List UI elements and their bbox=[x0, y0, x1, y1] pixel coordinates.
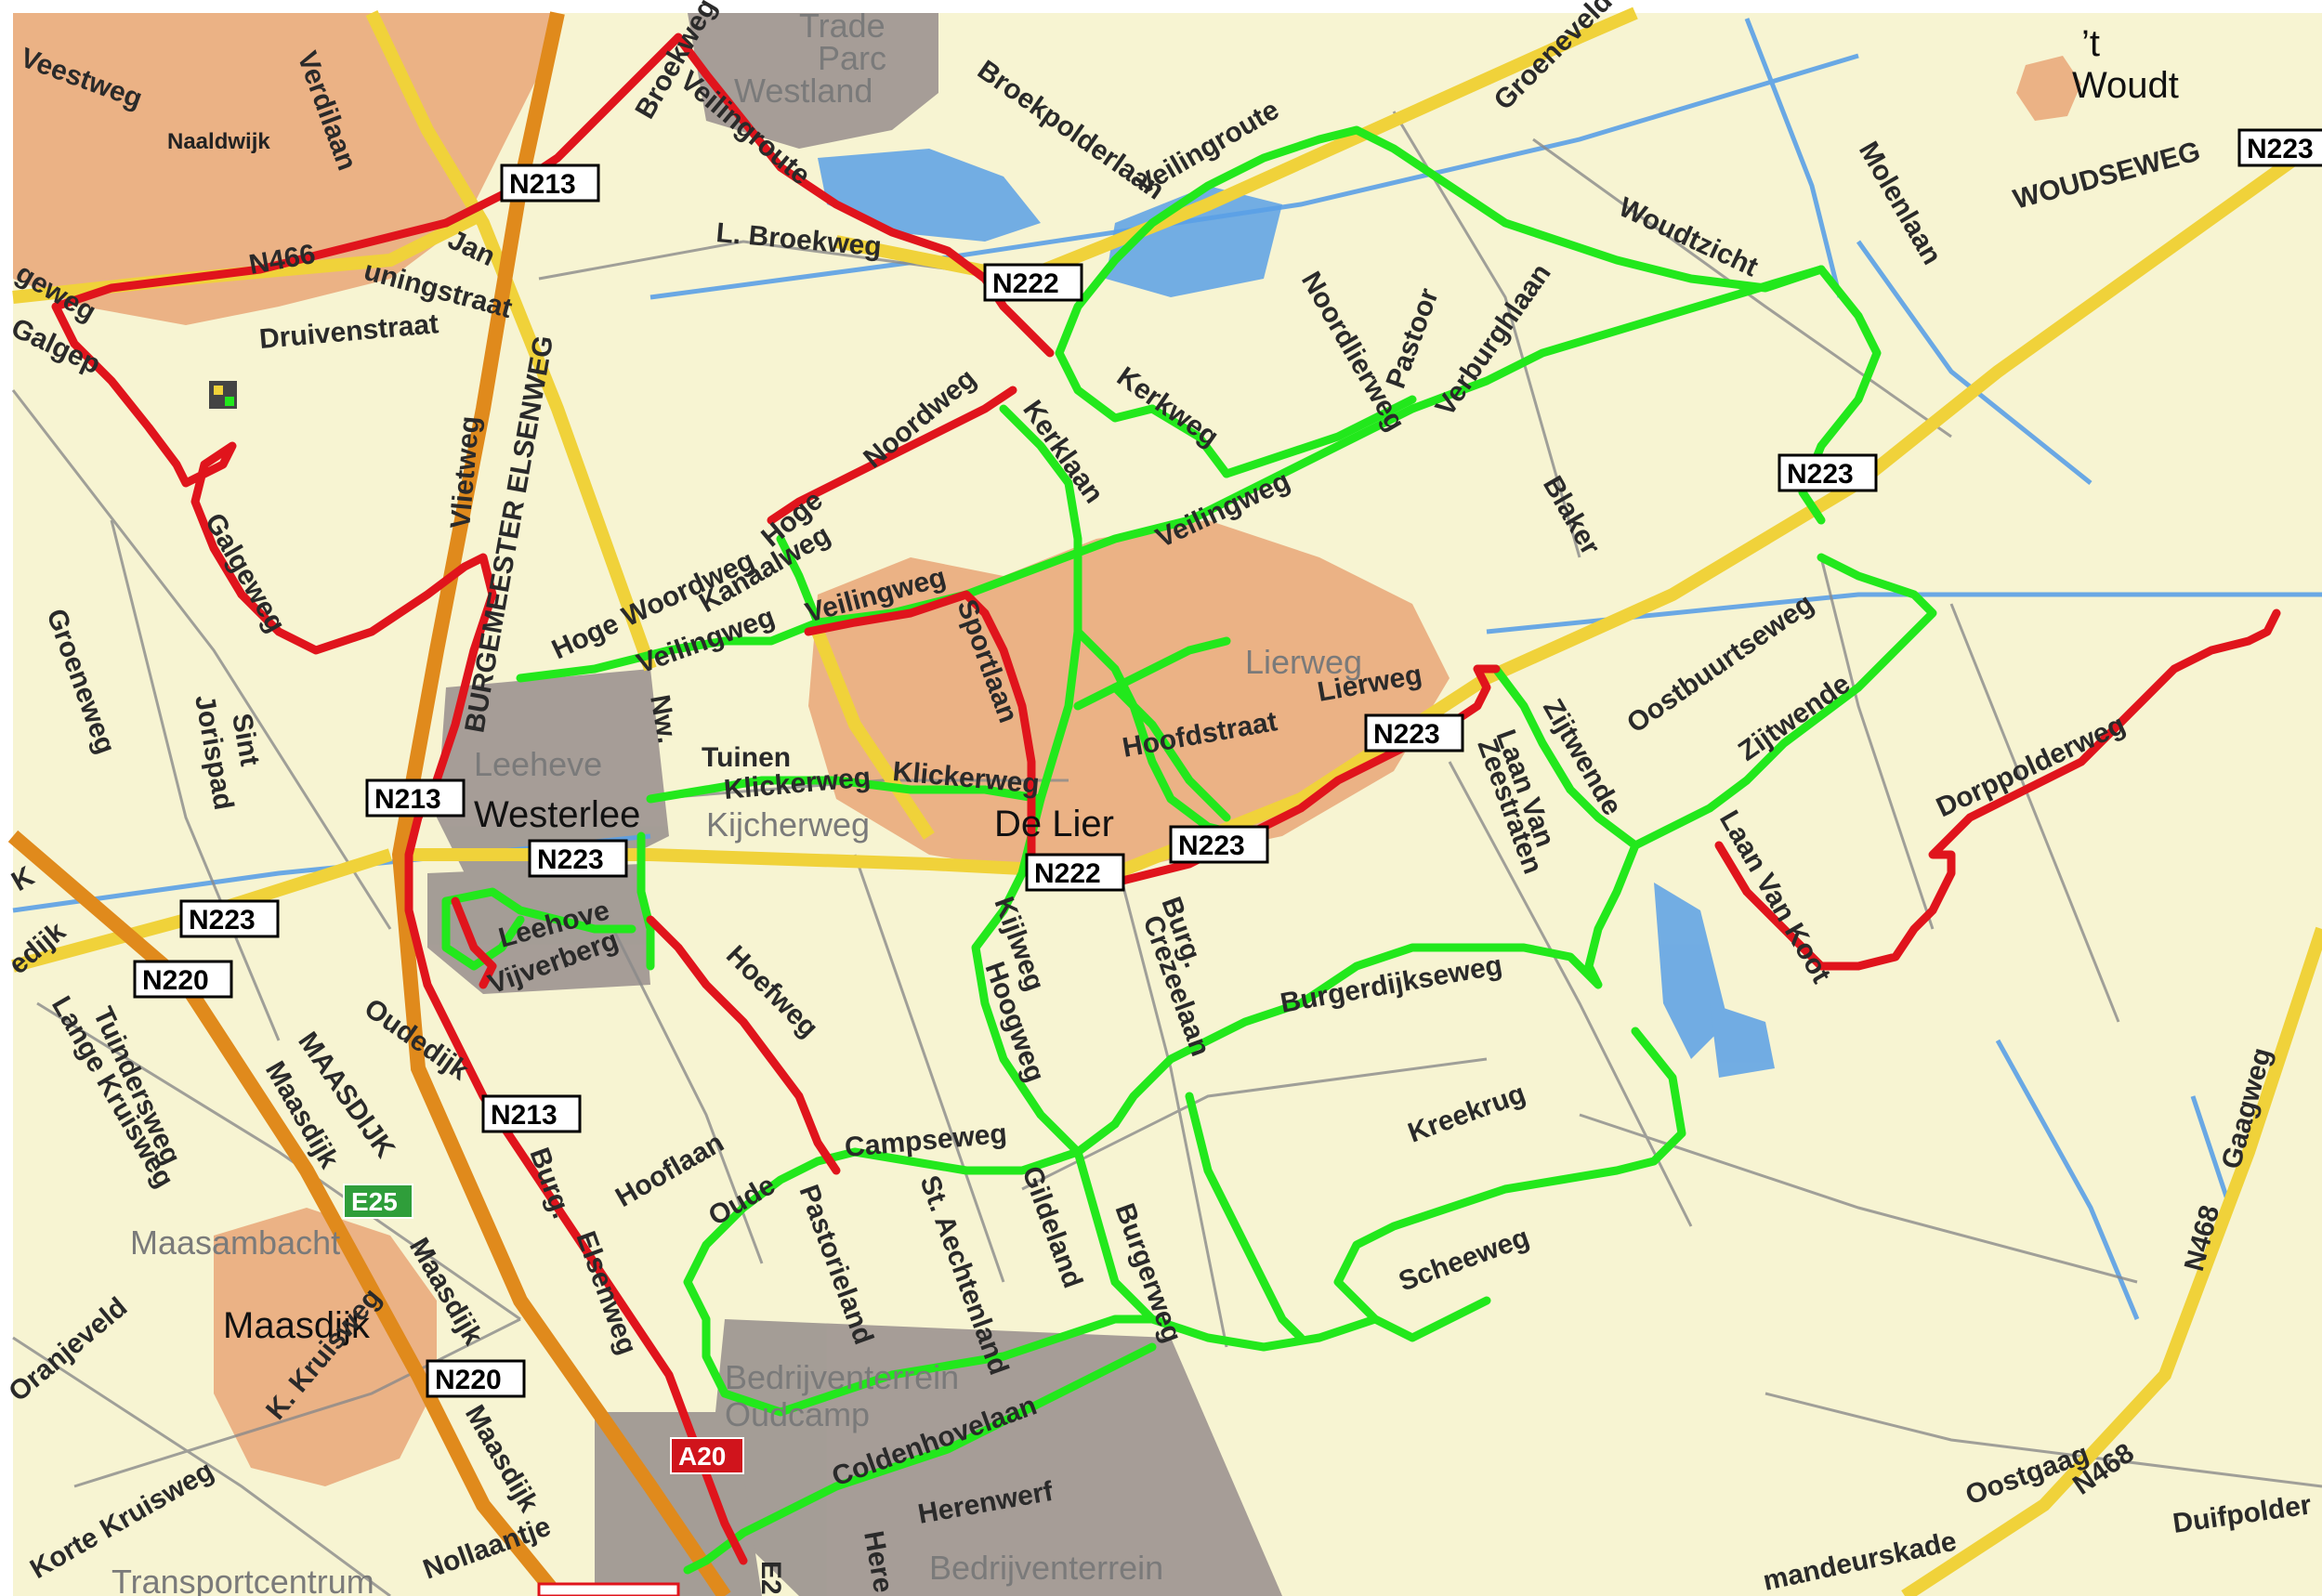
place-lierweg-gray: Lierweg bbox=[1245, 643, 1362, 681]
place-t-woudt-2: Woudt bbox=[2072, 65, 2179, 106]
svg-text:N213: N213 bbox=[374, 784, 441, 815]
shield-n223-a: N223 bbox=[2237, 128, 2322, 167]
place-trade-1: Trade bbox=[799, 7, 886, 45]
industrial-leeheve bbox=[437, 669, 669, 873]
shield-n213-b: N213 bbox=[365, 778, 466, 818]
canal-1 bbox=[649, 53, 1859, 300]
svg-text:N223: N223 bbox=[1787, 459, 1854, 490]
shield-a20: A20 bbox=[670, 1437, 744, 1474]
minor-roads bbox=[11, 111, 2322, 1596]
shield-n220-a: N220 bbox=[133, 960, 233, 999]
svg-text:N213: N213 bbox=[491, 1100, 558, 1131]
svg-text:N213: N213 bbox=[509, 169, 576, 200]
place-maasdijk: Maasdijk bbox=[223, 1305, 371, 1346]
place-naaldwijk: Naaldwijk bbox=[167, 129, 270, 154]
place-de-lier: De Lier bbox=[994, 804, 1114, 844]
road-a20 bbox=[7, 830, 564, 1596]
place-kijcherweg-gray: Kijcherweg bbox=[706, 805, 870, 844]
motorways bbox=[7, 11, 731, 1596]
svg-text:N220: N220 bbox=[435, 1365, 502, 1395]
industrial-trade-parc bbox=[688, 13, 938, 149]
svg-text:N223: N223 bbox=[1373, 719, 1440, 750]
map-frame-left bbox=[0, 0, 13, 1596]
place-maasambacht: Maasambacht bbox=[130, 1223, 340, 1262]
shield-n223-e: N223 bbox=[528, 839, 628, 878]
road-shields: N213 N222 N223 N223 N223 N223 N223 N223 bbox=[133, 128, 2322, 1474]
road-inner-yellow bbox=[811, 629, 935, 840]
svg-text:E25: E25 bbox=[351, 1187, 398, 1216]
svg-text:N223: N223 bbox=[2247, 134, 2314, 164]
shield-n222: N222 bbox=[983, 263, 1083, 302]
shield-n213-a: N213 bbox=[500, 164, 600, 203]
water-east-lake-2 bbox=[1710, 1003, 1775, 1078]
urban-maasdijk bbox=[214, 1208, 437, 1486]
place-transportcentrum: Transportcentrum bbox=[112, 1563, 374, 1596]
place-labels: Naaldwijk Westerlee De Lier Maasdijk ’t … bbox=[167, 23, 2179, 1346]
svg-text:N222: N222 bbox=[1034, 858, 1101, 889]
place-bedrijventerrein-3: Bedrijventerrein bbox=[929, 1549, 1163, 1587]
shield-n223-d: N223 bbox=[1169, 825, 1269, 864]
road-burgemeester-elsenweg bbox=[391, 11, 731, 1596]
shield-e25: E25 bbox=[343, 1184, 413, 1219]
shield-n223-f: N223 bbox=[179, 899, 280, 938]
shield-n220-b: N220 bbox=[426, 1359, 526, 1398]
water-east-lake bbox=[1654, 883, 1728, 1059]
shield-n223-c: N223 bbox=[1364, 713, 1464, 752]
place-bedrijventerrein-2: Oudcamp bbox=[725, 1395, 870, 1433]
place-westerlee: Westerlee bbox=[474, 794, 640, 835]
shield-n223-b: N223 bbox=[1778, 453, 1878, 492]
road-n213-north bbox=[365, 9, 657, 672]
place-leeheve: Leeheve bbox=[474, 745, 602, 783]
bottom-marker-box bbox=[537, 1582, 680, 1596]
start-marker bbox=[209, 381, 237, 409]
place-trade-2: Parc bbox=[818, 39, 886, 77]
svg-text:A20: A20 bbox=[678, 1442, 726, 1471]
place-t-woudt-1: ’t bbox=[2081, 23, 2100, 64]
svg-text:N223: N223 bbox=[1178, 831, 1245, 861]
svg-text:N223: N223 bbox=[537, 844, 604, 875]
road-n468 bbox=[1901, 926, 2322, 1596]
shield-n222-b: N222 bbox=[1025, 853, 1125, 892]
svg-text:N222: N222 bbox=[992, 268, 1059, 299]
gray-place-labels: Trade Parc Westland Leeheve Maasambacht … bbox=[112, 7, 1362, 1596]
shield-n213-c: N213 bbox=[481, 1094, 582, 1133]
svg-text:N220: N220 bbox=[142, 965, 209, 996]
place-trade-3: Westland bbox=[734, 72, 872, 110]
urban-t-woudt bbox=[2016, 56, 2081, 121]
canal-5 bbox=[1856, 240, 2092, 485]
svg-text:N223: N223 bbox=[189, 905, 256, 935]
canal-7 bbox=[2190, 1095, 2233, 1209]
street-e2-road: E2 bbox=[755, 1561, 786, 1595]
canal-4 bbox=[1744, 18, 1843, 298]
street-tuinen: Tuinen bbox=[702, 742, 791, 773]
place-bedrijventerrein-1: Bedrijventerrein bbox=[725, 1358, 959, 1396]
map-frame-top bbox=[0, 0, 2322, 13]
canal-6 bbox=[1995, 1039, 2140, 1320]
